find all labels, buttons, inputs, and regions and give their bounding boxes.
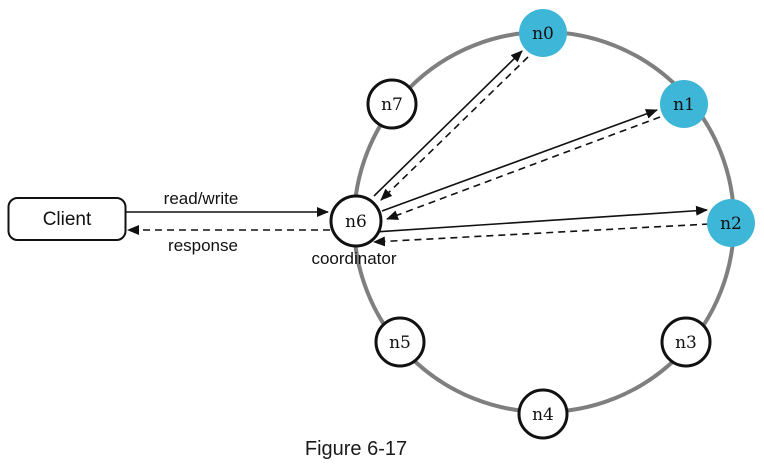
client-box-label: Client xyxy=(43,209,92,230)
node-n0-circle xyxy=(519,9,567,57)
node-n3-label: n3 xyxy=(675,333,697,353)
node-n2: n2 xyxy=(707,199,755,247)
node-n3: n3 xyxy=(660,316,712,368)
node-n7-label: n7 xyxy=(381,95,403,115)
node-n1: n1 xyxy=(660,80,708,128)
client-box: Client xyxy=(7,197,127,241)
arrow-n6-to-n0 xyxy=(373,50,523,197)
node-n3-circle xyxy=(660,316,712,368)
response-label: response xyxy=(168,236,238,255)
node-n0-label: n0 xyxy=(532,24,554,44)
node-n2-circle xyxy=(707,199,755,247)
coordinator-label: coordinator xyxy=(311,249,396,268)
node-n6-coordinator: n6 xyxy=(329,194,383,248)
node-n7: n7 xyxy=(366,78,418,130)
arrow-n2-to-n6 xyxy=(373,223,710,247)
figure-caption: Figure 6-17 xyxy=(305,438,407,460)
arrow-n1-to-n6 xyxy=(386,116,661,220)
node-n2-label: n2 xyxy=(720,214,742,234)
node-n0: n0 xyxy=(519,9,567,57)
node-n4: n4 xyxy=(517,388,569,440)
node-n4-label: n4 xyxy=(532,405,554,425)
node-n6-circle xyxy=(329,194,383,248)
node-n1-circle xyxy=(660,80,708,128)
node-n6-label: n6 xyxy=(345,212,367,232)
arrow-n6-to-n2 xyxy=(374,205,708,233)
arrow-n0-to-n6 xyxy=(380,56,529,201)
node-n5-label: n5 xyxy=(389,333,411,353)
node-n5: n5 xyxy=(374,316,426,368)
client-box-rect xyxy=(7,197,127,241)
node-n4-circle xyxy=(517,388,569,440)
read-write-label: read/write xyxy=(164,189,239,208)
node-n1-label: n1 xyxy=(673,95,695,115)
arrow-n6-to-n1 xyxy=(381,109,658,212)
node-n7-circle xyxy=(366,78,418,130)
node-n5-circle xyxy=(374,316,426,368)
